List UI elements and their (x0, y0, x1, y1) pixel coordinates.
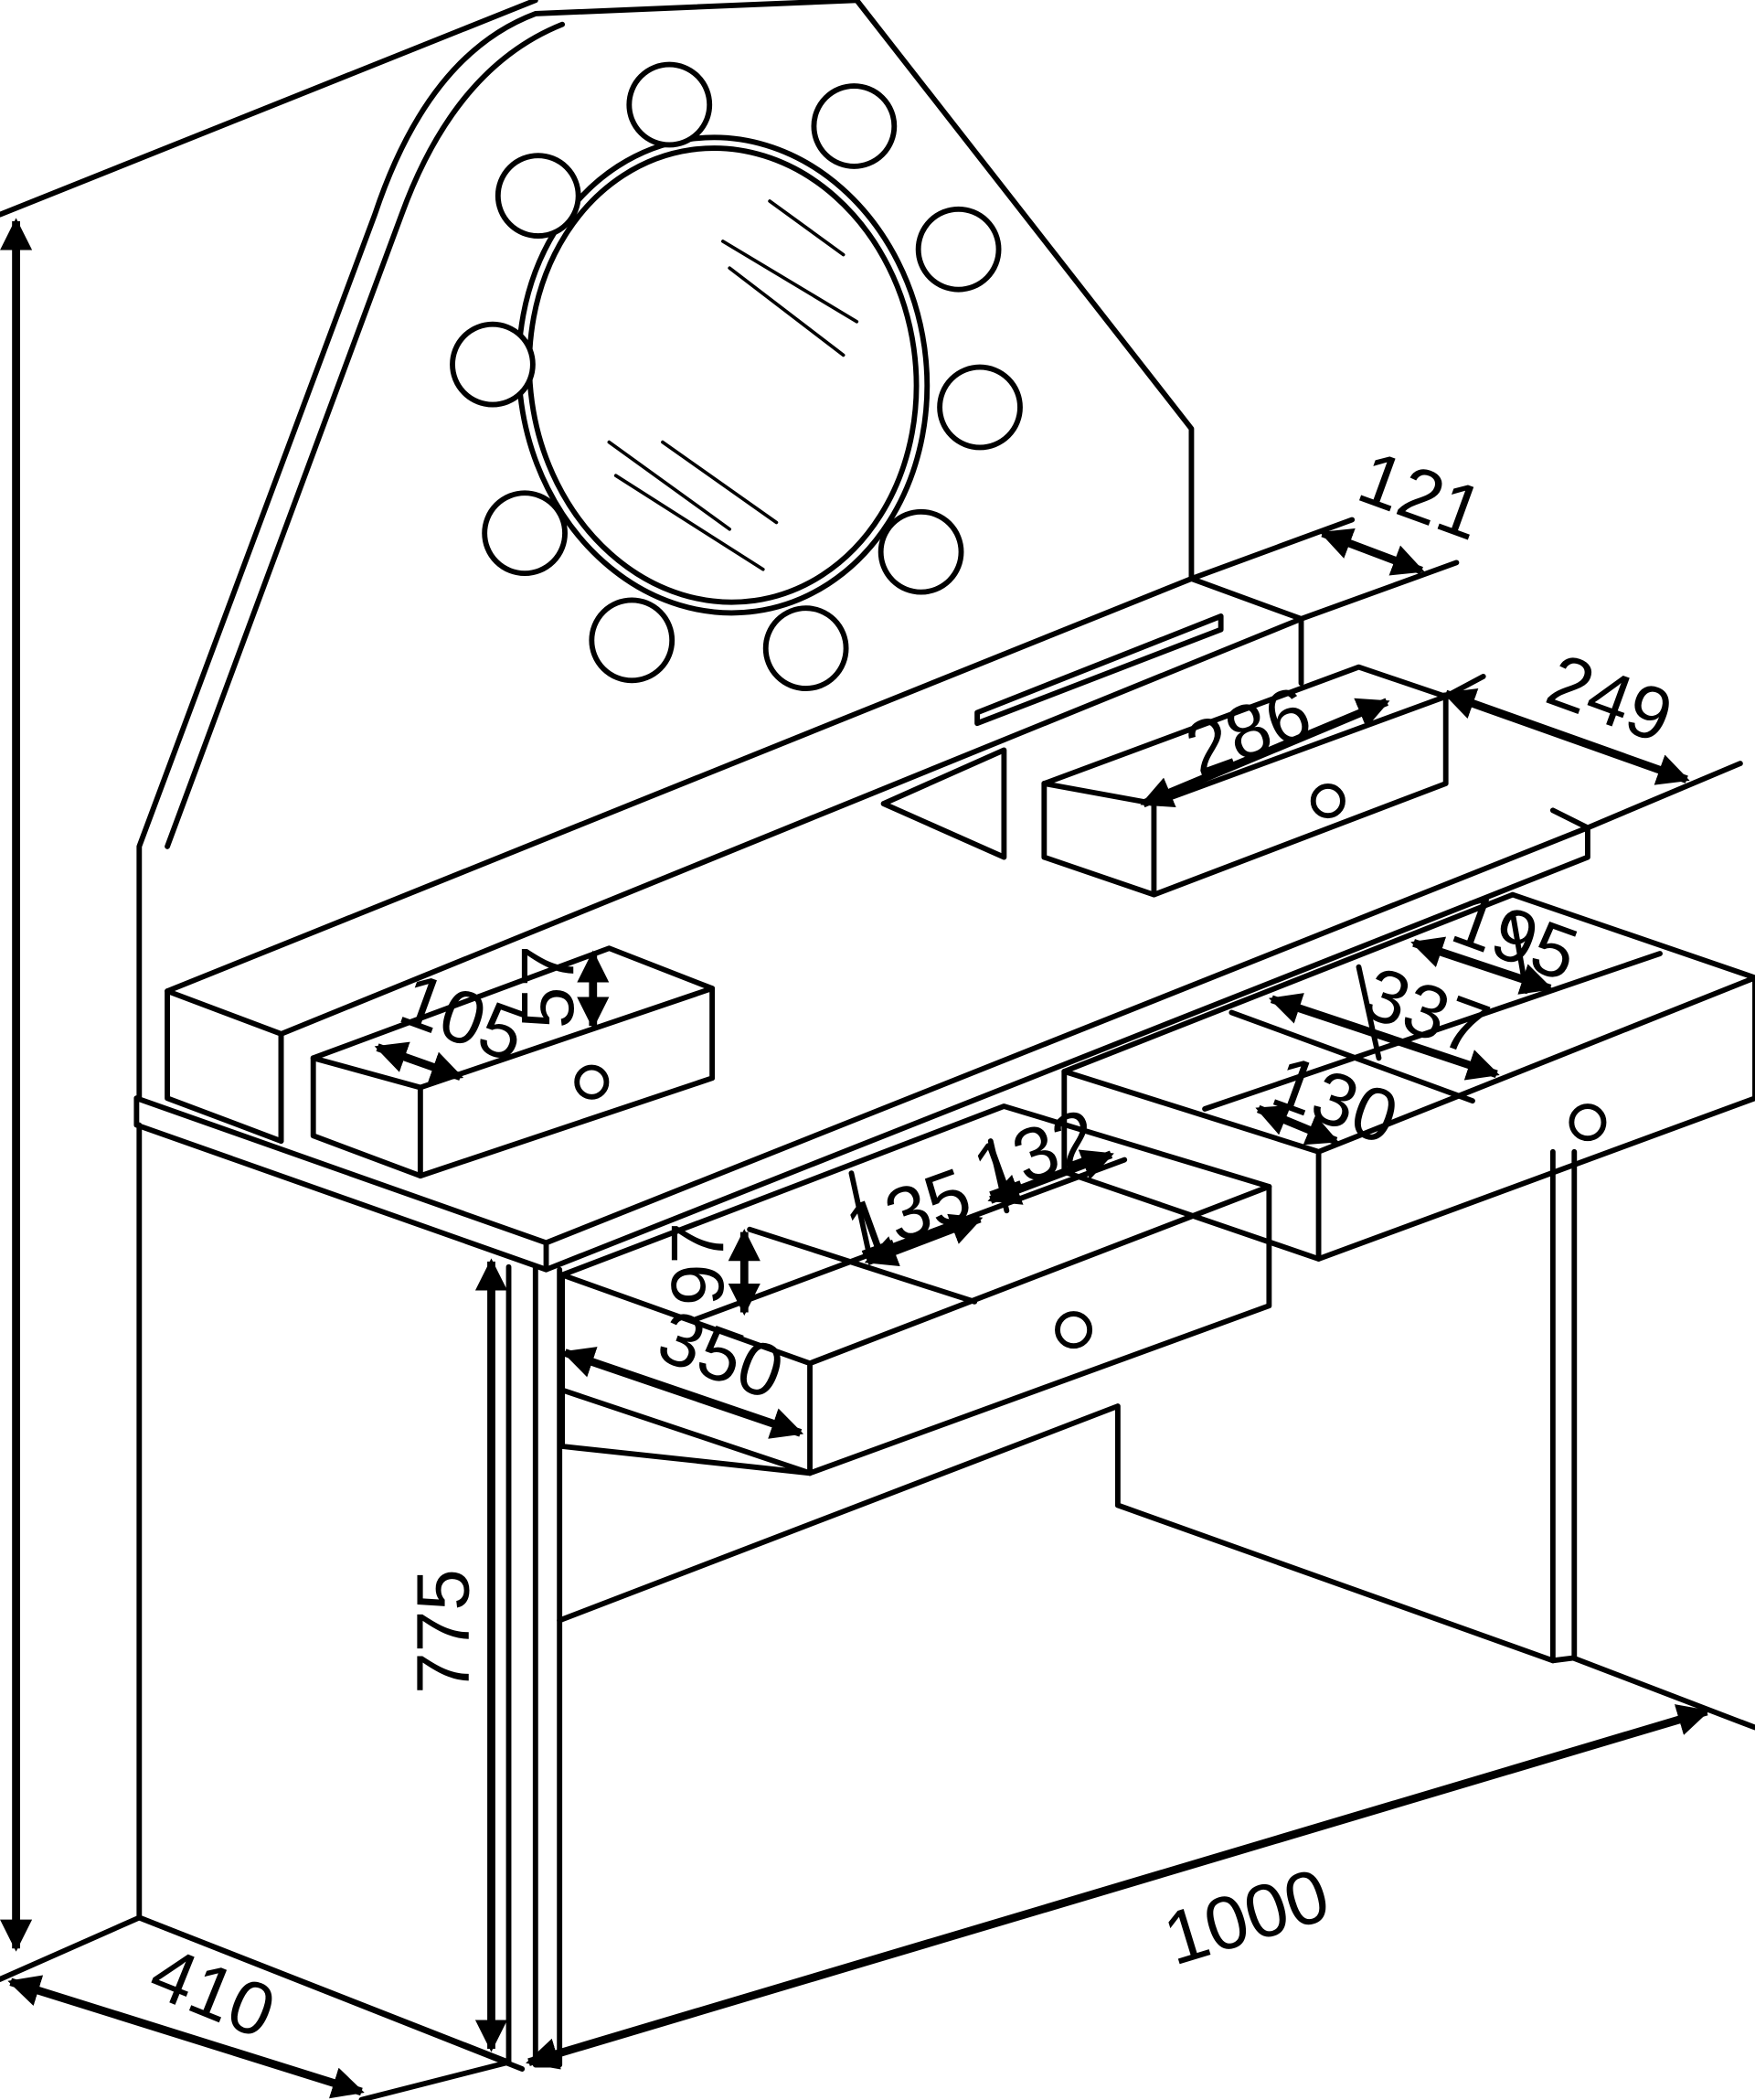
dim-line-small-drawer-width (374, 1041, 464, 1082)
upper-shelf-unit (165, 576, 1304, 1145)
dim-line-left-compartment-a (864, 1213, 984, 1267)
bulb-2 (811, 83, 898, 169)
label-small-drawer-height: 57 (506, 945, 590, 1029)
label-left-drawer-width: 350 (648, 1295, 794, 1415)
label-right-compartment-b: 337 (1353, 952, 1499, 1072)
dim-line-width (526, 1704, 1710, 2070)
bulb-1 (626, 61, 713, 148)
dim-line-right-compartment-b (1268, 993, 1500, 1081)
big-right-drawer (1061, 891, 1755, 1262)
tabletop (133, 807, 1590, 1273)
knob-big-right (1569, 1103, 1607, 1142)
label-top-drawer-width: 286 (1175, 671, 1322, 792)
bulb-8 (482, 490, 568, 577)
bulb-10 (495, 153, 581, 239)
bulb-9 (450, 321, 536, 408)
dimension-labels: 410 1000 775 121 249 286 105 57 350 97 1… (139, 436, 1683, 2055)
label-left-drawer-height: 97 (656, 1222, 739, 1306)
dim-line-right-compartment-a (1410, 936, 1554, 995)
bulb-7 (589, 597, 675, 684)
small-left-drawer (310, 945, 716, 1179)
knob-small-left (574, 1064, 610, 1100)
knob-big-left (1055, 1311, 1093, 1349)
dim-line-drawer-depth (1442, 688, 1690, 785)
label-shelf-depth: 121 (1348, 436, 1494, 557)
bulb-3 (915, 206, 1002, 293)
mirror-backboard (136, 0, 1195, 1102)
bulb-4 (937, 364, 1023, 451)
knob-top-right (1310, 784, 1346, 819)
label-width: 1000 (1154, 1853, 1338, 1981)
dim-line-shelf-depth (1319, 528, 1425, 576)
label-left-compartment-a: 135 (835, 1153, 982, 1274)
dimension-lines (0, 218, 1743, 2099)
label-drawer-depth: 249 (1537, 638, 1683, 759)
label-right-compartment-a: 195 (1442, 877, 1589, 997)
mirror-light-bulbs (450, 61, 1023, 692)
label-table-height: 775 (402, 1569, 485, 1694)
dim-line-right-compartment-c (1255, 1104, 1339, 1146)
dim-line-left-compartment-b (987, 1149, 1114, 1205)
dim-line-top-drawer-width (1140, 698, 1390, 808)
bulb-5 (878, 508, 964, 595)
bulb-6 (762, 605, 849, 692)
dim-line-depth (7, 1975, 365, 2099)
dim-line-left-drawer-width (561, 1347, 804, 1439)
label-depth: 410 (139, 1931, 286, 2055)
